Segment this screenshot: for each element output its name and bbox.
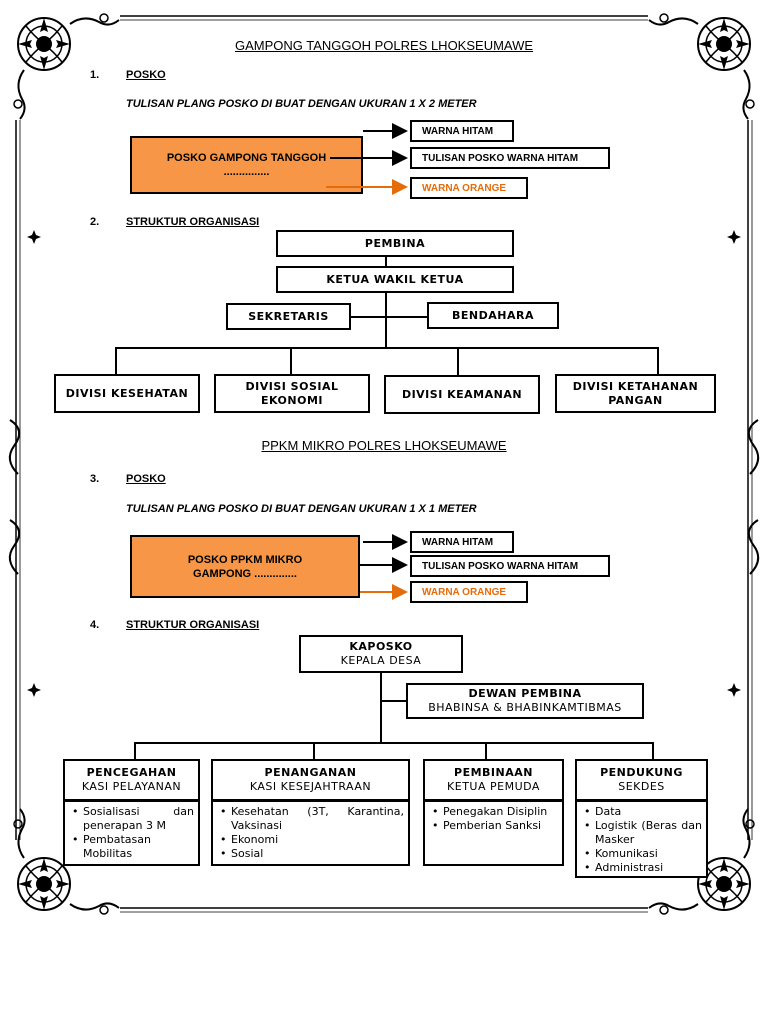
item-number: 3. [90, 473, 100, 485]
item-heading: POSKO [126, 69, 166, 81]
pembina-box: PEMBINA [276, 230, 514, 257]
kaposko-box: KAPOSKO KEPALA DESA [299, 635, 463, 673]
sign-line-1: POSKO PPKM MIKRO [187, 553, 303, 566]
list-item: Logistik (Beras dan Masker [584, 819, 702, 847]
sign-line-2: ............... [223, 166, 270, 178]
list-item: Kesehatan (3T, Karantina, Vaksinasi [220, 805, 404, 833]
posko-sign: POSKO PPKM MIKRO GAMPONG .............. [130, 535, 360, 598]
dewan-pembina-box: DEWAN PEMBINA BHABINSA & BHABINKAMTIBMAS [406, 683, 644, 719]
list-item: Pembatasan Mobilitas [72, 833, 194, 861]
note-box: TULISAN POSKO WARNA HITAM [410, 147, 610, 169]
list-item: Pemberian Sanksi [432, 819, 558, 833]
division-box: DIVISI SOSIAL EKONOMI [214, 374, 370, 413]
list-item: Sosial [220, 847, 404, 861]
item-heading: STRUKTUR ORGANISASI [126, 619, 260, 631]
item-heading: STRUKTUR ORGANISASI [126, 216, 260, 228]
column-header-box: PENDUKUNG SEKDES [575, 759, 708, 801]
instruction-text: TULISAN PLANG POSKO DI BUAT DENGAN UKURA… [126, 503, 477, 515]
note-box: WARNA HITAM [410, 120, 514, 142]
section-title: PPKM MIKRO POLRES LHOKSEUMAWE [261, 438, 507, 453]
task-list: Sosialisasi dan penerapan 3 M Pembatasan… [63, 800, 200, 866]
sekretaris-box: SEKRETARIS [226, 303, 351, 330]
note-box-orange: WARNA ORANGE [410, 581, 528, 603]
task-list: Penegakan Disiplin Pemberian Sanksi [423, 800, 564, 866]
column-header-box: PENCEGAHAN KASI PELAYANAN [63, 759, 200, 801]
division-box: DIVISI KETAHANAN PANGAN [555, 374, 716, 413]
sign-line-2: GAMPONG .............. [193, 567, 297, 580]
list-item: Administrasi [584, 861, 702, 875]
note-box-orange: WARNA ORANGE [410, 177, 528, 199]
ketua-box: KETUA WAKIL KETUA [276, 266, 514, 293]
posko-sign: POSKO GAMPONG TANGGOH ............... [130, 136, 363, 194]
column-header-box: PENANGANAN KASI KESEJAHTRAAN [211, 759, 410, 801]
item-number: 2. [90, 216, 100, 228]
instruction-text: TULISAN PLANG POSKO DI BUAT DENGAN UKURA… [126, 98, 477, 110]
note-box: WARNA HITAM [410, 531, 514, 553]
item-heading: POSKO [126, 473, 166, 485]
list-item: Sosialisasi dan penerapan 3 M [72, 805, 194, 833]
bendahara-box: BENDAHARA [427, 302, 559, 329]
sign-line-1: POSKO GAMPONG TANGGOH [166, 152, 327, 164]
division-box: DIVISI KESEHATAN [54, 374, 200, 413]
division-box: DIVISI KEAMANAN [384, 375, 540, 414]
list-item: Data [584, 805, 702, 819]
list-item: Komunikasi [584, 847, 702, 861]
note-box: TULISAN POSKO WARNA HITAM [410, 555, 610, 577]
section-title: GAMPONG TANGGOH POLRES LHOKSEUMAWE [234, 38, 534, 53]
list-item: Ekonomi [220, 833, 404, 847]
item-number: 1. [90, 69, 100, 81]
column-header-box: PEMBINAAN KETUA PEMUDA [423, 759, 564, 801]
task-list: Kesehatan (3T, Karantina, Vaksinasi Ekon… [211, 800, 410, 866]
list-item: Penegakan Disiplin [432, 805, 558, 819]
task-list: Data Logistik (Beras dan Masker Komunika… [575, 800, 708, 878]
item-number: 4. [90, 619, 100, 631]
